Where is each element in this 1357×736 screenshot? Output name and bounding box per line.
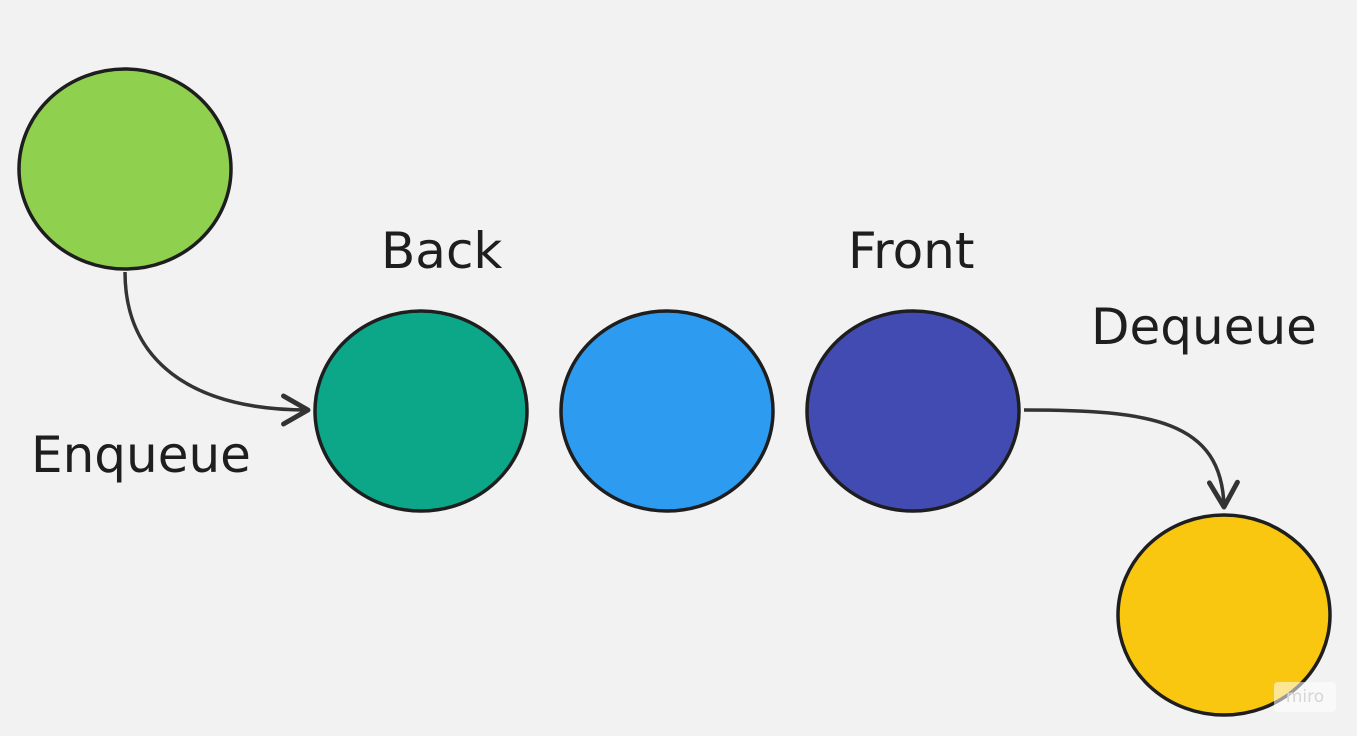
- dequeue-label: Dequeue: [1091, 298, 1317, 356]
- miro-watermark: miro: [1274, 682, 1336, 712]
- middle-node: [559, 309, 775, 513]
- back-label: Back: [381, 222, 503, 280]
- dequeued-node: [1116, 513, 1332, 717]
- incoming-node: [17, 67, 233, 271]
- dequeue-arrow: [1023, 408, 1240, 510]
- front-node: [805, 309, 1021, 513]
- enqueue-arrow: [123, 271, 311, 427]
- enqueue-label: Enqueue: [31, 426, 251, 484]
- front-label: Front: [848, 222, 975, 280]
- back-node: [313, 309, 529, 513]
